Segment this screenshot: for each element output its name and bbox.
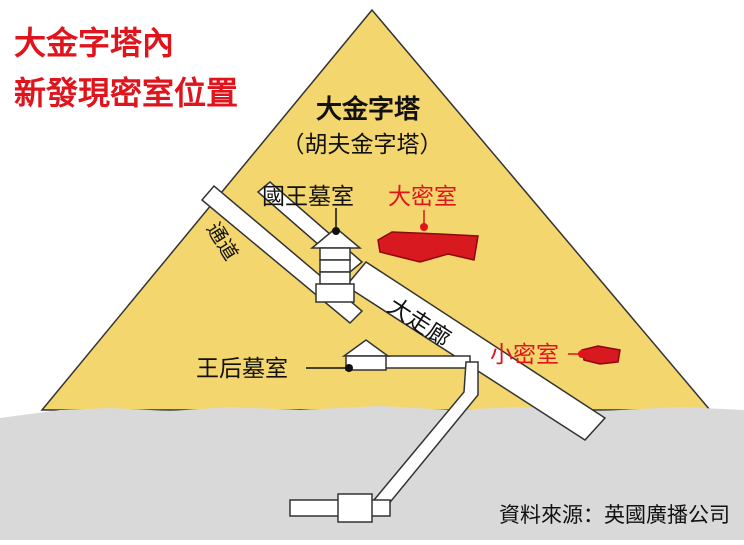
kings-chamber-stack (309, 227, 363, 303)
pyramid-alt-title: （胡夫金字塔） (282, 132, 443, 158)
leader-lines (306, 208, 586, 372)
headline-line2: 新發現密室位置 (14, 74, 238, 112)
headline-line1: 大金字塔內 (14, 24, 174, 62)
big-void-label: 大密室 (388, 184, 457, 210)
subterranean-chamber (289, 493, 391, 523)
small-void-shape (581, 345, 621, 365)
kings-chamber-label: 國王墓室 (262, 184, 354, 210)
ground (0, 406, 744, 540)
pyramid-title: 大金字塔 (316, 94, 421, 125)
big-void-shape (377, 231, 479, 263)
grand-gallery (344, 261, 607, 441)
queens-chamber (341, 339, 391, 371)
small-void-label: 小密室 (490, 342, 559, 368)
source-credit: 資料來源：英國廣播公司 (499, 503, 730, 527)
queens-chamber-label: 王后墓室 (196, 356, 288, 382)
